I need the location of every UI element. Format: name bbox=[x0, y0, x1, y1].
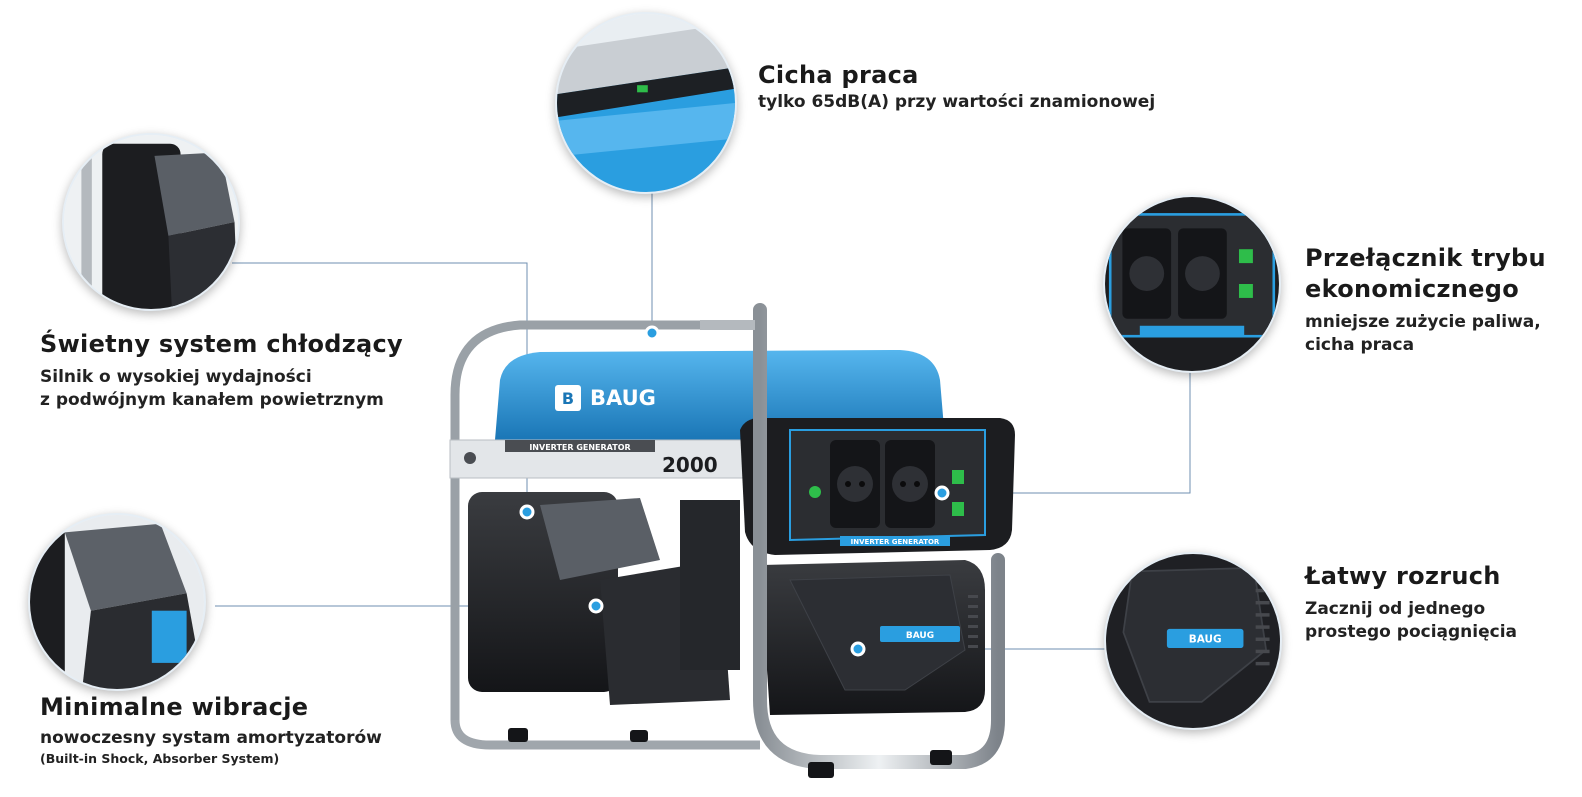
callout-start-detail: BAUG bbox=[1104, 552, 1282, 730]
callout-quiet-detail bbox=[555, 12, 737, 194]
svg-text:BAUG: BAUG bbox=[1189, 634, 1222, 646]
marker-eco bbox=[934, 485, 950, 501]
engine-head bbox=[540, 498, 660, 580]
feature-start: Łatwy rozruch Zacznij od jednego prosteg… bbox=[1305, 561, 1517, 644]
feature-vibration-note: (Built-in Shock, Absorber System) bbox=[40, 751, 280, 767]
model-label: INVERTER GENERATOR bbox=[529, 443, 630, 452]
recoil-brand-strip bbox=[880, 626, 960, 642]
marker-vibration bbox=[588, 598, 604, 614]
feature-start-desc-2: prostego pociągnięcia bbox=[1305, 622, 1518, 643]
feature-eco-title-2: ekonomicznego bbox=[1305, 275, 1520, 304]
svg-text:B: B bbox=[562, 389, 574, 408]
feature-quiet: Cicha praca tylko 65dB(A) przy wartości … bbox=[758, 60, 1155, 114]
top-housing bbox=[495, 350, 945, 440]
frame-front-tube bbox=[753, 303, 1005, 769]
feature-cooling-title: Świetny system chłodzący bbox=[40, 330, 403, 358]
feature-cooling-desc-1: Silnik o wysokiej wydajności bbox=[40, 367, 312, 388]
frame-back-tube bbox=[450, 320, 760, 396]
feature-eco-desc-1: mniejsze zużycie paliwa, bbox=[1305, 312, 1541, 333]
panel-label: INVERTER GENERATOR bbox=[851, 538, 940, 546]
feature-eco-title-1: Przełącznik trybu bbox=[1305, 244, 1546, 272]
feature-vibration-title: Minimalne wibracje bbox=[40, 693, 309, 721]
feature-cooling: Świetny system chłodzący Silnik o wysoki… bbox=[40, 329, 403, 412]
brand-name: BAUG bbox=[590, 386, 656, 410]
feature-start-desc-1: Zacznij od jednego bbox=[1305, 599, 1486, 620]
power-label: 2000 bbox=[662, 453, 718, 477]
svg-text:BAUG: BAUG bbox=[906, 631, 934, 641]
callout-eco-detail bbox=[1103, 195, 1281, 373]
feature-eco: Przełącznik trybu ekonomicznego mniejsze… bbox=[1305, 243, 1546, 357]
feature-eco-desc-2: cicha praca bbox=[1305, 335, 1415, 356]
brand-logo-icon bbox=[555, 385, 581, 411]
feature-start-title: Łatwy rozruch bbox=[1305, 562, 1501, 590]
callout-vibration-detail bbox=[28, 513, 206, 691]
feature-quiet-desc: tylko 65dB(A) przy wartości znamionowej bbox=[758, 92, 1156, 113]
feature-vibration-desc: nowoczesny systam amortyzatorów bbox=[40, 728, 382, 749]
feature-quiet-title: Cicha praca bbox=[758, 61, 919, 89]
callout-cooling-detail bbox=[62, 133, 240, 311]
led-indicator-icon bbox=[809, 486, 821, 498]
marker-quiet bbox=[644, 325, 660, 341]
eco-switch-icon bbox=[952, 470, 964, 484]
feature-cooling-desc-2: z podwójnym kanałem powietrznym bbox=[40, 390, 384, 411]
marker-start bbox=[850, 641, 866, 657]
feature-vibration: Minimalne wibracje nowoczesny systam amo… bbox=[40, 692, 382, 768]
schuko-socket-icon bbox=[830, 440, 935, 528]
marker-cooling bbox=[519, 504, 535, 520]
